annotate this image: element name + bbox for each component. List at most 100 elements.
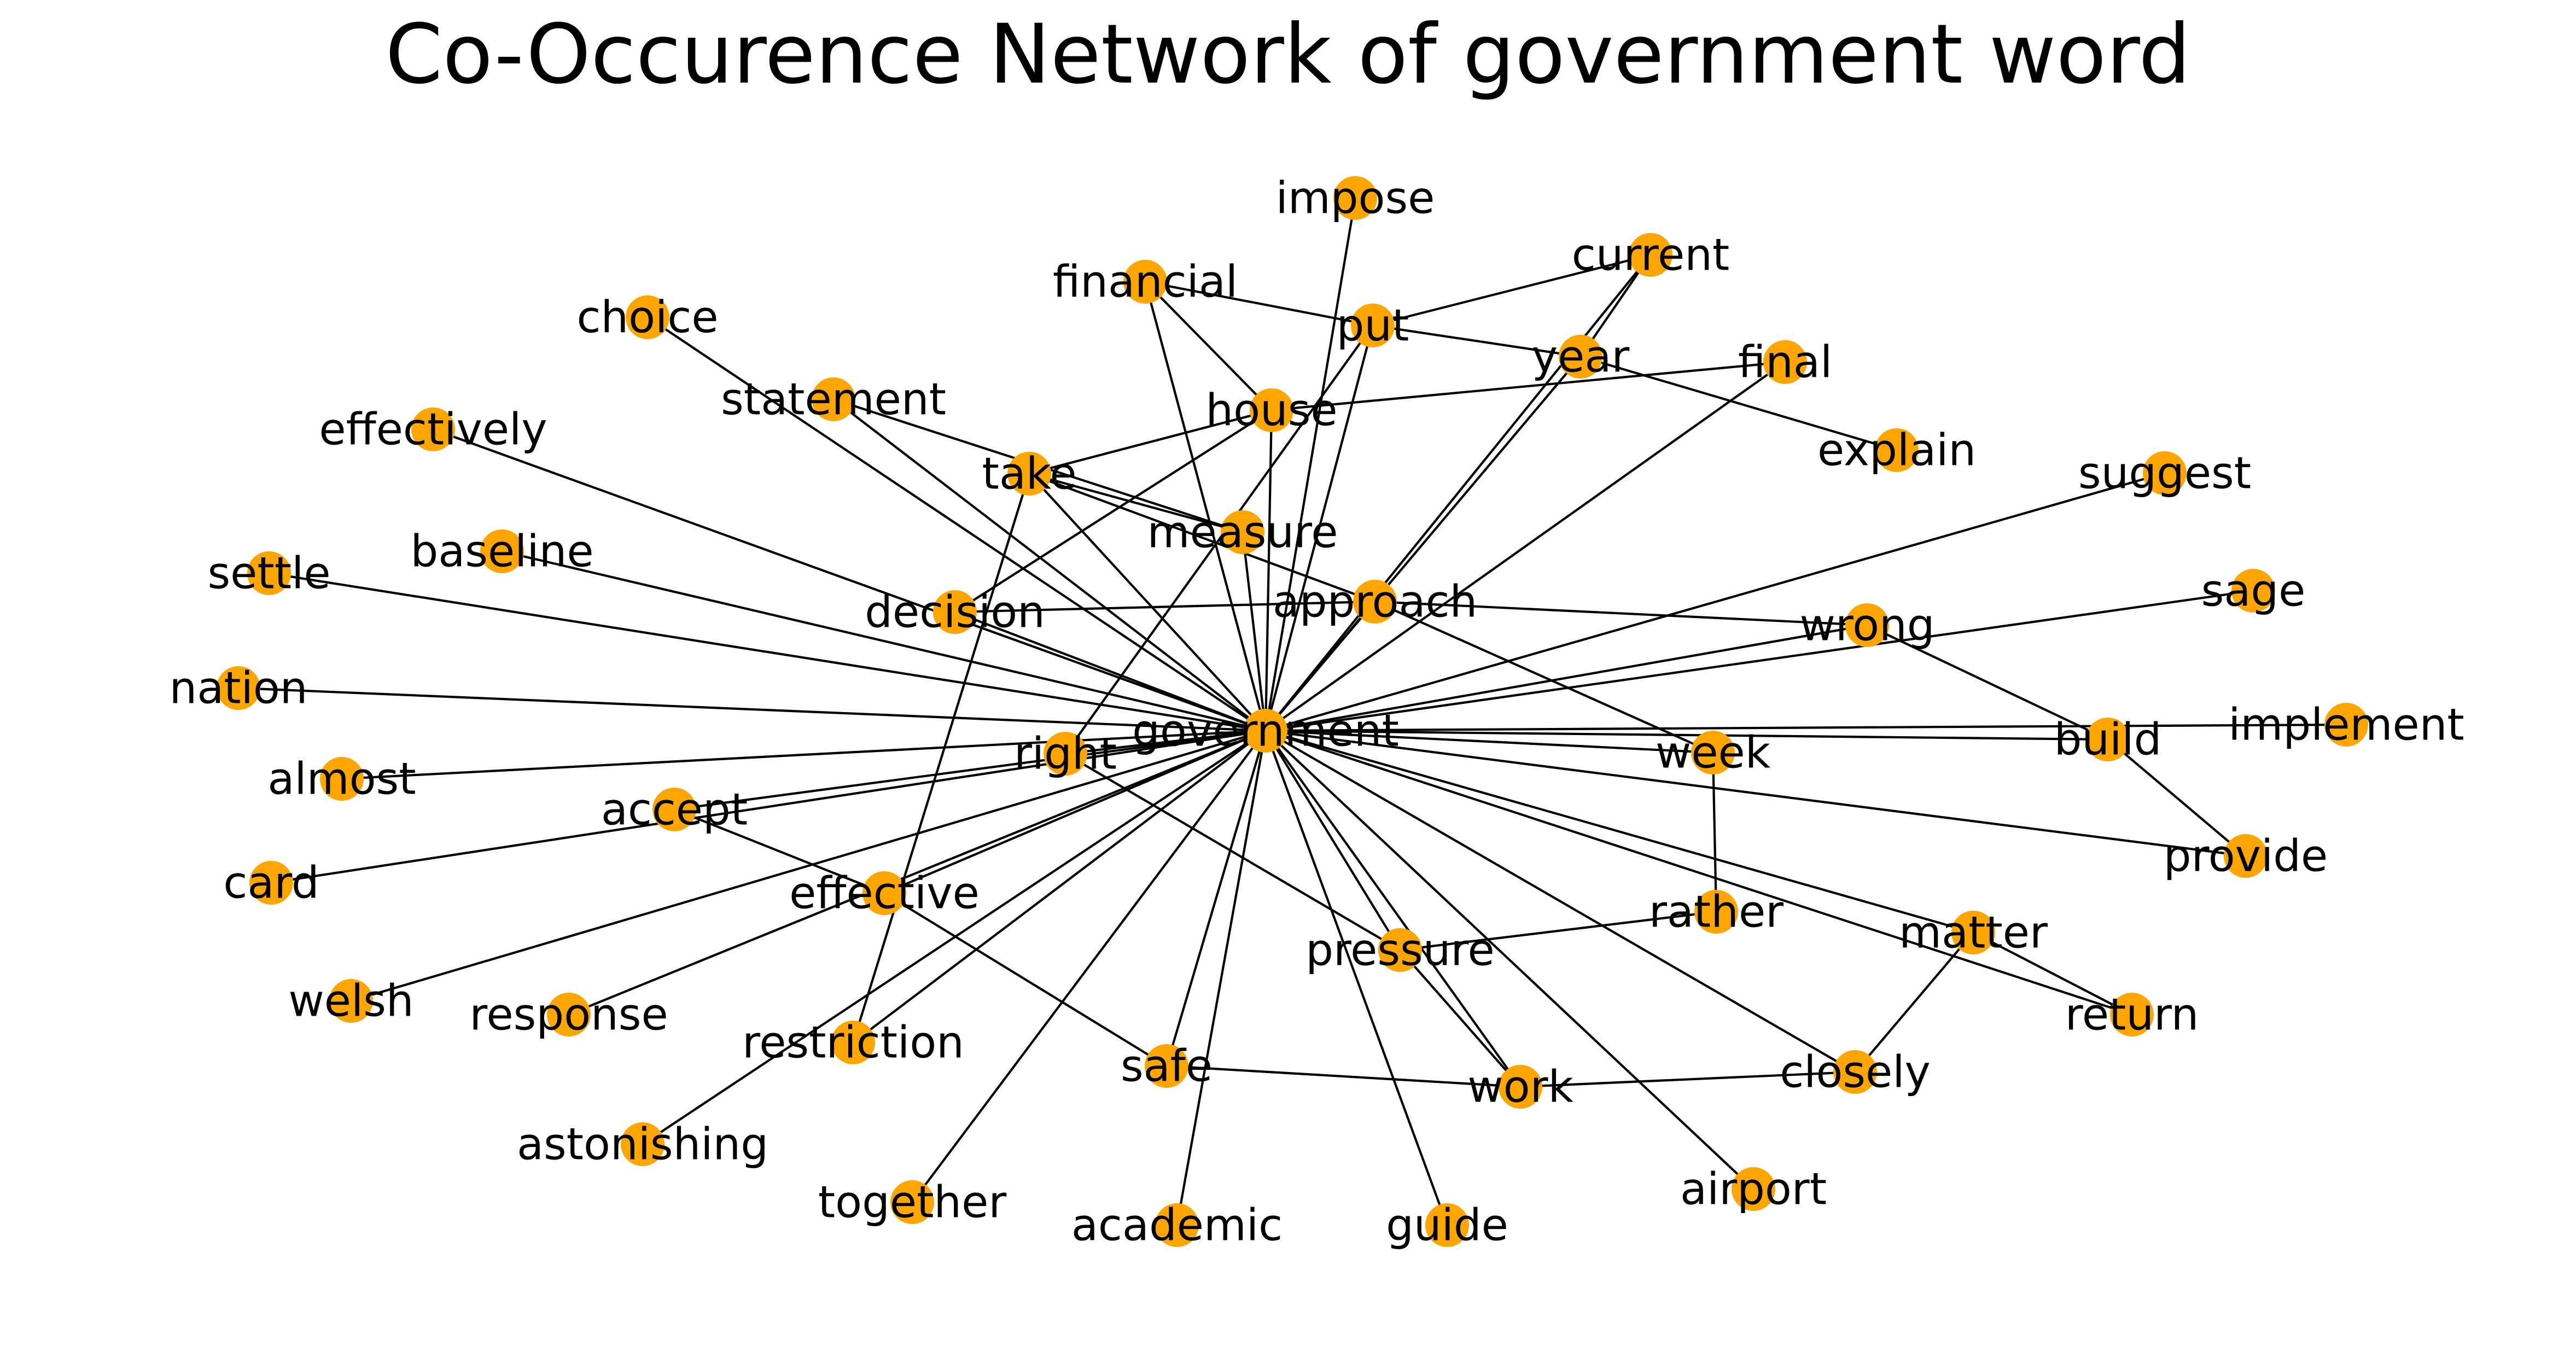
node-accept [652,788,696,831]
edge-government-together [911,730,1267,1203]
edge-government-week [1265,729,1714,754]
node-label-return: return [2065,989,2199,1040]
node-suggest [2143,451,2187,495]
edge-house-take [1029,409,1272,475]
edge-build-provide [2107,738,2247,857]
node-effective [862,871,906,915]
node-label-together: together [818,1177,1007,1228]
node-label-explain: explain [1817,425,1976,476]
edge-take-measure [1029,472,1243,534]
node-astonishing [621,1122,665,1166]
edge-put-current [1372,253,1651,327]
edge-government-provide [1265,729,2246,858]
node-guide [1425,1203,1469,1247]
node-welsh [329,979,373,1023]
node-baseline [480,529,524,573]
node-effectively [411,407,455,451]
node-measure [1221,510,1264,554]
node-work [1499,1065,1542,1109]
edge-approach-wrong [1374,600,1868,627]
node-label-work: work [1467,1062,1573,1112]
node-label-effective: effective [789,868,980,919]
node-build [2086,718,2130,761]
node-house [1250,388,1293,432]
node-label-accept: accept [601,784,748,835]
edge-government-final [1264,361,1786,732]
node-return [2110,993,2154,1036]
edge-put-right [1064,324,1374,755]
node-label-suggest: suggest [2078,448,2251,499]
node-label-closely: closely [1780,1047,1931,1098]
edge-week-rather [1711,752,1718,912]
edge-matter-return [1973,931,2132,1016]
edge-rather-pressure [1400,910,1717,952]
node-label-build: build [2054,714,2162,765]
node-label-matter: matter [1899,907,2048,958]
edge-matter-closely [1854,931,1974,1073]
node-label-rather: rather [1649,887,1784,937]
edge-house-final [1271,360,1786,412]
edge-year-explain [1580,355,1897,452]
node-label-airport: airport [1680,1164,1827,1215]
node-label-choice: choice [576,292,718,343]
node-label-measure: measure [1147,507,1338,558]
node-final [1763,340,1807,384]
node-approach [1353,580,1397,624]
node-rather [1694,890,1738,934]
edge-government-settle [269,572,1266,732]
edge-government-closely [1264,730,1856,1073]
node-label-provide: provide [2164,831,2328,882]
edge-put-year [1372,324,1581,358]
edge-government-implement [1265,723,2347,732]
edge-government-measure [1241,532,1267,731]
node-pressure [1378,928,1422,972]
edge-government-almost [341,729,1266,780]
node-label-week: week [1656,727,1771,778]
node-label-welsh: welsh [288,976,413,1027]
edge-government-choice [646,316,1267,732]
node-sage [2231,569,2275,613]
edge-government-baseline [502,550,1266,732]
edge-decision-approach [954,600,1376,614]
node-label-sage: sage [2201,566,2306,616]
node-label-response: response [469,989,668,1040]
edge-government-matter [1265,729,1974,934]
node-label-year: year [1532,331,1630,382]
edge-government-pressure [1264,730,1401,951]
node-label-pressure: pressure [1306,925,1495,976]
node-label-wrong: wrong [1800,600,1935,651]
edge-government-house [1264,410,1273,731]
node-label-implement: implement [2228,700,2464,750]
edge-government-current [1264,254,1652,732]
node-label-government: government [1132,706,1399,756]
node-almost [320,757,364,801]
node-nation [217,666,260,710]
edge-government-astonishing [642,730,1267,1145]
edge-government-response [568,730,1266,1016]
node-choice [626,295,669,339]
edge-government-work [1264,730,1522,1088]
node-label-take: take [982,448,1076,499]
node-label-settle: settle [207,548,330,599]
node-label-approach: approach [1273,576,1477,627]
edge-government-guide [1264,730,1448,1226]
edge-government-decision [954,611,1266,732]
node-label-final: final [1738,337,1832,388]
node-label-impose: impose [1276,173,1435,224]
chart-title: Co-Occurence Network of government word [385,7,2191,102]
edge-layer [238,197,2347,1226]
edge-government-card [271,729,1266,884]
node-label-put: put [1337,300,1409,351]
edge-government-safe [1165,730,1267,1067]
node-together [890,1180,934,1224]
edge-wrong-build [1867,624,2108,741]
node-label-restriction: restriction [742,1017,964,1068]
edge-take-approach [1029,473,1376,603]
node-label-baseline: baseline [410,526,593,577]
edge-government-return [1265,730,2132,1016]
edge-government-statement [832,398,1267,732]
edge-pressure-right [1064,753,1401,951]
edge-government-academic [1175,730,1267,1226]
node-label-guide: guide [1386,1200,1508,1251]
